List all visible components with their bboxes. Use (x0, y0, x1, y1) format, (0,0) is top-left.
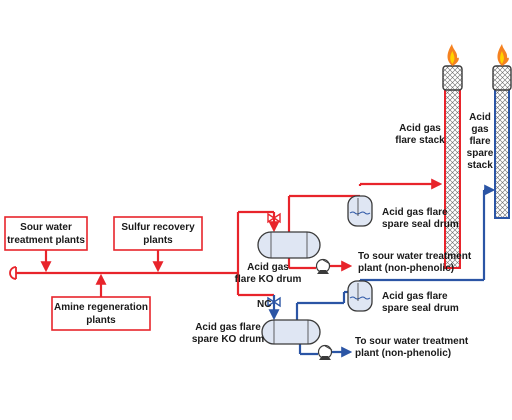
seal-drum-top-label-2: spare seal drum (382, 219, 459, 230)
spare-stack-label: Acid gas flare spare stack (467, 112, 494, 171)
sulfur-recovery-label-1: Sulfur recovery (121, 222, 195, 233)
seal-drum-bottom-label-1: Acid gas flare (382, 291, 448, 302)
flare-stack-label-2: flare stack (395, 135, 445, 146)
spare-ko-drum-label-1: Acid gas flare (195, 322, 261, 333)
acid-gas-flare-spare-ko-drum (261, 319, 321, 345)
sulfur-recovery-label-2: plants (143, 235, 173, 246)
sour-water-bottom-label-2: plant (non-phenolic) (355, 348, 451, 359)
flame-icon-main (447, 44, 459, 66)
ko-drum-label: Acid gas flare KO drum (235, 262, 302, 285)
valve-icon-top (267, 212, 281, 224)
blue-piping (268, 184, 496, 358)
flare-stack-label-1: Acid gas (399, 123, 441, 134)
nc-label: NC (257, 299, 271, 310)
seal-drum-top-label-1: Acid gas flare (382, 207, 448, 218)
red-header-piping (16, 178, 443, 297)
seal-drum-bottom (347, 280, 373, 312)
sulfur-recovery-box: Sulfur recovery plants (113, 216, 203, 251)
seal-drum-top (347, 195, 373, 227)
sour-water-top-label-2: plant (non-phenolic) (358, 263, 454, 274)
pump-icon-bottom (317, 344, 333, 360)
spare-stack-label-4: spare (467, 148, 494, 159)
spare-stack-label-1: Acid (469, 112, 491, 123)
ko-drum-label-2: flare KO drum (235, 274, 302, 285)
sour-water-bottom-label: To sour water treatment plant (non-pheno… (355, 336, 469, 359)
amine-regen-label-2: plants (86, 315, 116, 326)
acid-gas-flare-ko-drum (257, 231, 321, 259)
sour-water-top-label-1: To sour water treatment (358, 251, 472, 262)
sour-water-label-1: Sour water (20, 222, 72, 233)
sour-water-box: Sour water treatment plants (4, 216, 88, 251)
amine-regen-label-1: Amine regeneration (54, 302, 148, 313)
flame-icon-spare (497, 44, 509, 66)
valve-icon-nc (267, 296, 281, 308)
spare-stack-label-3: flare (469, 136, 491, 147)
pump-icon-top (315, 258, 331, 274)
amine-regeneration-box: Amine regeneration plants (51, 296, 151, 331)
spare-stack-label-2: gas (471, 124, 489, 135)
acid-gas-flare-stack (442, 65, 463, 269)
flare-stack-label: Acid gas flare stack (395, 123, 445, 146)
seal-drum-bottom-label: Acid gas flare spare seal drum (382, 291, 459, 314)
acid-gas-flare-spare-stack (492, 65, 512, 219)
spare-stack-label-5: stack (467, 160, 493, 171)
sour-water-top-label: To sour water treatment plant (non-pheno… (358, 251, 472, 274)
sour-water-label-2: treatment plants (7, 235, 85, 246)
seal-drum-bottom-label-2: spare seal drum (382, 303, 459, 314)
spare-ko-drum-label: Acid gas flare spare KO drum (192, 322, 264, 345)
sour-water-bottom-label-1: To sour water treatment (355, 336, 469, 347)
seal-drum-top-label: Acid gas flare spare seal drum (382, 207, 459, 230)
header-cap-icon (9, 266, 17, 280)
ko-drum-label-1: Acid gas (247, 262, 289, 273)
spare-ko-drum-label-2: spare KO drum (192, 334, 264, 345)
